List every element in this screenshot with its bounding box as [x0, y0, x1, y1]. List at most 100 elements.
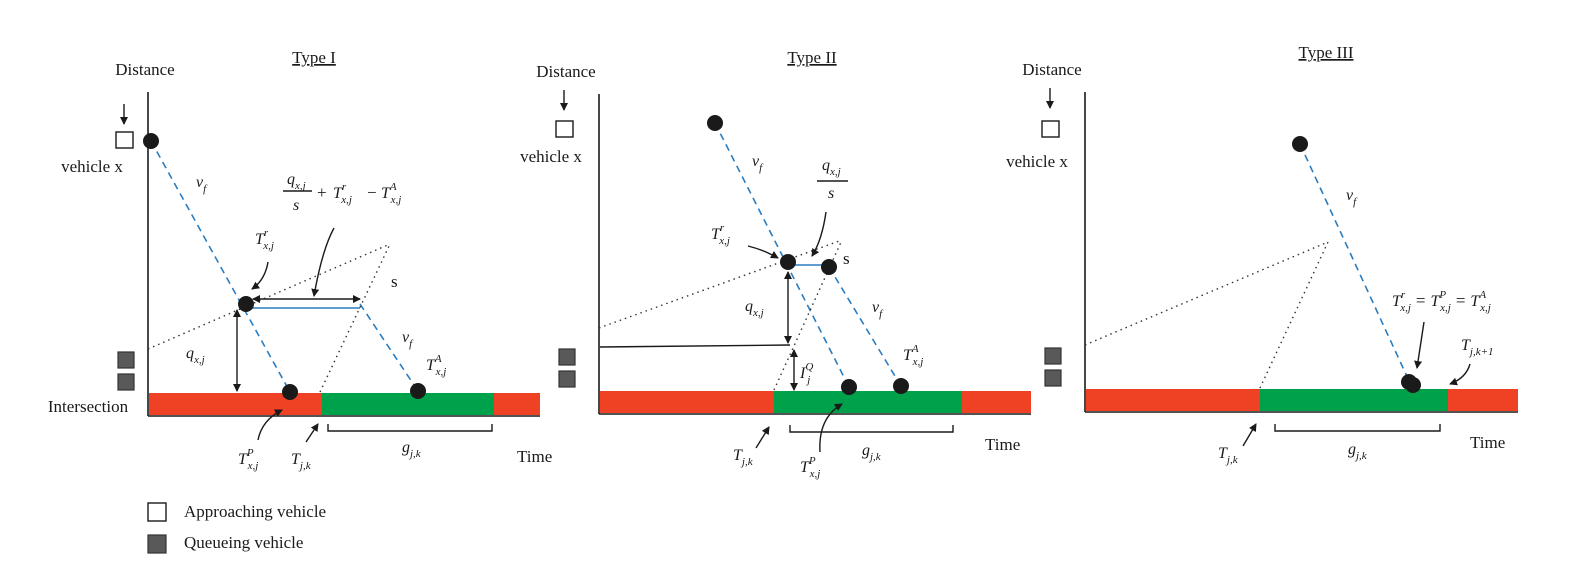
- queueing-vehicle-icon: [1044, 369, 1062, 387]
- tr-pointer: [251, 261, 269, 290]
- vehicle-dot: [282, 384, 298, 400]
- tjk-label: Tj,k: [291, 451, 312, 472]
- green-phase-bar: [1260, 389, 1448, 411]
- intersection-label: Intersection: [48, 397, 129, 416]
- vf-label: vf: [872, 299, 884, 320]
- x-axis-label: Time: [517, 447, 552, 466]
- vehicle-dot: [238, 296, 254, 312]
- queue-wave-line: [598, 239, 843, 329]
- tp-pointer: [257, 409, 283, 441]
- red-phase-bar: [600, 391, 774, 413]
- approaching-vehicle-icon: [147, 502, 167, 522]
- tjk-pointer: [1242, 423, 1257, 447]
- tjk-pointer: [305, 423, 319, 443]
- y-axis-label: Distance: [536, 62, 595, 81]
- discharge-wave-line: [319, 243, 391, 393]
- formula: qx,j s: [811, 157, 848, 257]
- queueing-vehicle-icon: [117, 351, 135, 369]
- vf-label: vf: [1346, 187, 1358, 208]
- panel-type-1: Type I Distance vehicle x Intersection v…: [48, 48, 552, 472]
- green-duration-bracket: [1274, 424, 1441, 432]
- x-axis-label: Time: [985, 435, 1020, 454]
- queue-reference-line: [599, 344, 791, 348]
- red-phase-bar: [962, 391, 1031, 413]
- x-axis-label: Time: [1470, 433, 1505, 452]
- formula-minus: −: [367, 183, 377, 202]
- queue-length-label: qx,j: [186, 345, 205, 366]
- approaching-vehicle-icon: [115, 131, 134, 149]
- queue-wave-line: [147, 243, 391, 350]
- panel-title: Type III: [1299, 43, 1354, 62]
- saturation-flow-label: s: [843, 249, 850, 268]
- free-flow-trajectory: [714, 122, 850, 388]
- formula-pointer: [311, 227, 335, 297]
- vehicle-dot: [410, 383, 426, 399]
- vehicle-label: vehicle x: [1006, 152, 1068, 171]
- equality-pointer: [1414, 321, 1425, 369]
- saturation-flow-label: s: [391, 272, 398, 291]
- next-cycle-pointer: [1449, 363, 1471, 386]
- queue-wave-line: [1084, 241, 1329, 346]
- vehicle-dot: [1405, 377, 1421, 393]
- next-cycle-label: Tj,k+1: [1461, 337, 1494, 358]
- vf-label: vf: [402, 329, 414, 350]
- red-phase-bar: [1448, 389, 1518, 411]
- free-flow-trajectory: [828, 266, 902, 387]
- tjk-label: Tj,k: [733, 447, 754, 468]
- green-duration-label: gj,k: [402, 439, 422, 460]
- free-flow-trajectory: [1299, 143, 1411, 384]
- free-flow-trajectory: [359, 303, 419, 392]
- free-flow-trajectory: [150, 140, 291, 393]
- vehicle-dot: [893, 378, 909, 394]
- formula-denominator: s: [293, 197, 299, 214]
- tr-pointer: [747, 245, 779, 259]
- red-phase-bar: [494, 393, 540, 415]
- vehicle-dot: [821, 259, 837, 275]
- vf-label: vf: [196, 174, 208, 195]
- queueing-vehicle-icon: [147, 534, 167, 554]
- vehicle-dot: [143, 133, 159, 149]
- vehicle-label: vehicle x: [61, 157, 123, 176]
- tjk-pointer: [755, 426, 770, 449]
- green-phase-bar: [322, 393, 494, 415]
- green-duration-label: gj,k: [1348, 441, 1368, 462]
- formula-denominator: s: [828, 185, 834, 202]
- red-phase-bar: [149, 393, 322, 415]
- discharge-wave-line: [1259, 241, 1329, 389]
- panel-title: Type II: [787, 48, 837, 67]
- queueing-vehicle-icon: [1044, 347, 1062, 365]
- legend: Approaching vehicle Queueing vehicle: [147, 502, 326, 554]
- vehicle-dot: [780, 254, 796, 270]
- approaching-vehicle-icon: [555, 120, 574, 138]
- queueing-vehicle-icon: [117, 373, 135, 391]
- y-axis-label: Distance: [115, 60, 174, 79]
- formula-numerator: qx,j: [822, 157, 841, 178]
- vehicle-dot: [707, 115, 723, 131]
- approaching-vehicle-icon: [1041, 120, 1060, 138]
- formula-plus: +: [317, 183, 327, 202]
- green-duration-label: gj,k: [862, 442, 882, 463]
- vehicle-dot: [1292, 136, 1308, 152]
- vehicle-dot: [841, 379, 857, 395]
- green-phase-bar: [774, 391, 962, 413]
- formula-pointer: [811, 211, 827, 257]
- legend-approaching-label: Approaching vehicle: [184, 502, 326, 521]
- y-axis-label: Distance: [1022, 60, 1081, 79]
- legend-queueing-label: Queueing vehicle: [184, 533, 303, 552]
- svg-text:Trx,j=TPx,j=TAx,j: Trx,j=TPx,j=TAx,j: [1392, 289, 1491, 314]
- vf-label: vf: [752, 153, 764, 174]
